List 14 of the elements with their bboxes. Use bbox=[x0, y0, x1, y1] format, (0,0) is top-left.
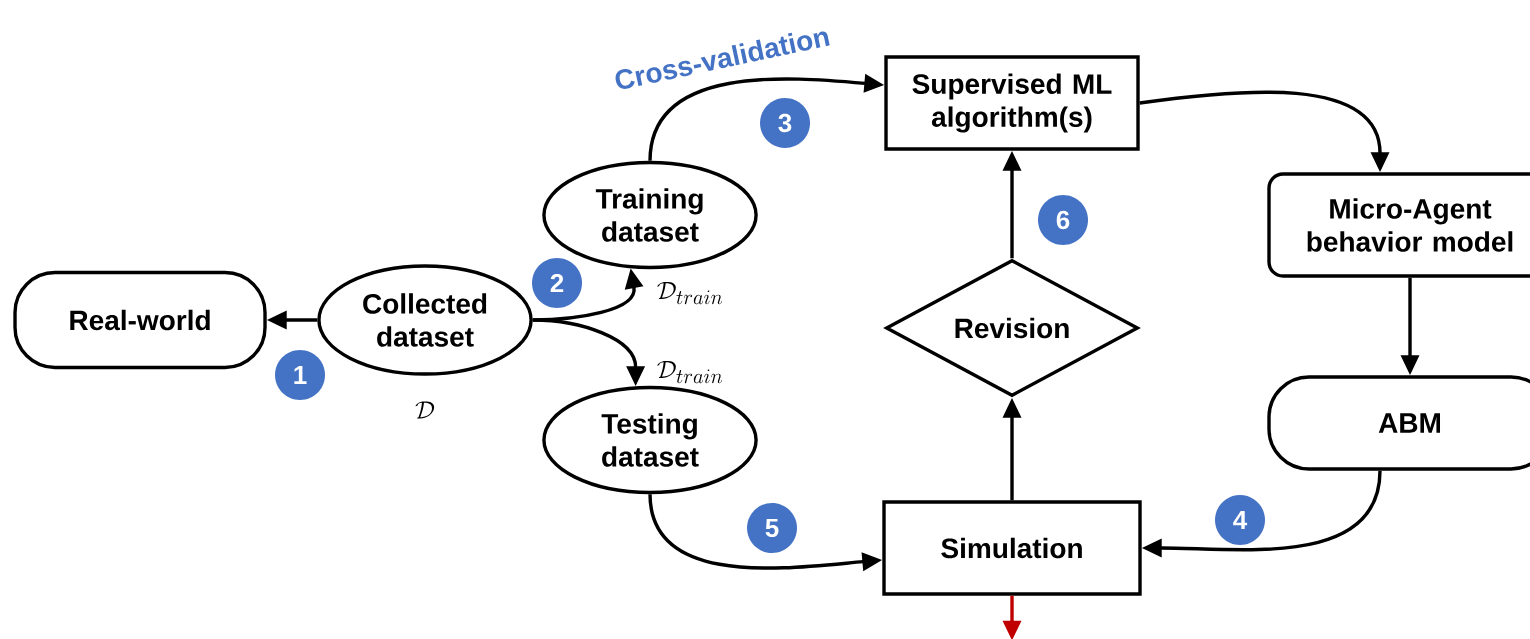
process-box: Supervised ML algorithm(s) bbox=[884, 55, 1140, 151]
process-box: Micro-Agent behavior model bbox=[1267, 172, 1530, 278]
callout-number: 2 bbox=[532, 258, 582, 308]
edge-label: $\mathcal{D}_{train}$ bbox=[655, 360, 725, 384]
edge-label: $\mathcal{D}_{train}$ bbox=[655, 281, 725, 305]
callout-number: 6 bbox=[1038, 195, 1088, 245]
process-box: Simulation bbox=[882, 500, 1142, 596]
callout-number: 1 bbox=[275, 350, 325, 400]
math-symbol: $\mathcal{D}$ bbox=[415, 401, 435, 419]
terminal-box: ABM bbox=[1267, 375, 1530, 471]
callout-number: 5 bbox=[747, 503, 797, 553]
callout-number: 4 bbox=[1215, 495, 1265, 545]
callout-number: 3 bbox=[760, 98, 810, 148]
terminal-box: Real-world bbox=[13, 270, 267, 370]
